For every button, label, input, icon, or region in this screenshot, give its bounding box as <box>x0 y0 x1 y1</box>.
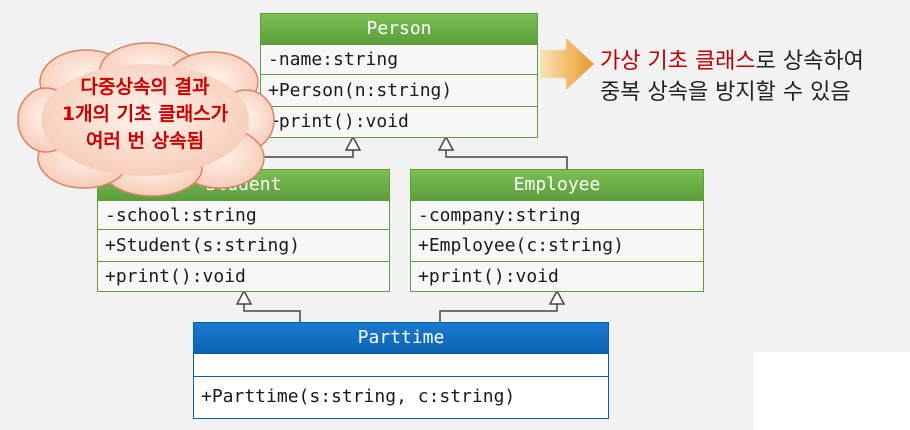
class-method: +Parttime(s:string, c:string) <box>194 377 608 417</box>
class-parttime: Parttime +Parttime(s:string, c:string) <box>193 322 609 419</box>
inheritance-arrow-icon <box>344 135 362 151</box>
class-method: +print():void <box>411 262 703 291</box>
cloud-note-line: 여러 번 상속됨 <box>85 130 205 152</box>
inheritance-arrow-icon <box>548 289 566 305</box>
cloud-note-text: 다중상속의 결과 1개의 기초 클래스가 여러 번 상속됨 <box>14 74 276 155</box>
inheritance-arrow-icon <box>437 135 455 151</box>
class-attribute <box>194 354 608 377</box>
cloud-note-line: 1개의 기초 클래스가 <box>61 103 229 125</box>
cloud-shape-icon <box>17 42 275 197</box>
background-patch <box>753 352 910 430</box>
side-note-line2: 중복 상속을 방지할 수 있음 <box>600 80 851 105</box>
cloud-callout: 다중상속의 결과 1개의 기초 클래스가 여러 번 상속됨 <box>14 40 276 198</box>
class-name: Employee <box>411 170 703 201</box>
side-note-line1-rest: 로 상속하여 <box>755 49 864 74</box>
class-attribute: -school:string <box>98 201 389 230</box>
class-name: Person <box>261 14 537 45</box>
arrow-right-icon <box>540 38 594 90</box>
class-method: +Student(s:string) <box>98 230 389 262</box>
class-method: +Person(n:string) <box>261 75 537 107</box>
class-attribute: -name:string <box>261 45 537 75</box>
cloud-note-line: 다중상속의 결과 <box>80 76 210 98</box>
inheritance-arrow-icon <box>235 289 253 305</box>
class-name: Parttime <box>194 323 608 354</box>
class-employee: Employee -company:string +Employee(c:str… <box>410 169 704 292</box>
side-note-line1: 가상 기초 클래스로 상속하여 <box>600 46 864 77</box>
class-attribute: -company:string <box>411 201 703 230</box>
class-student: Student -school:string +Student(s:string… <box>97 169 390 292</box>
side-note-highlight: 가상 기초 클래스 <box>600 49 756 74</box>
class-person: Person -name:string +Person(n:string) +p… <box>260 13 538 138</box>
class-method: +print():void <box>261 107 537 137</box>
side-note: 가상 기초 클래스로 상속하여 중복 상속을 방지할 수 있음 <box>600 46 864 108</box>
class-method: +Employee(c:string) <box>411 230 703 262</box>
class-method: +print():void <box>98 262 389 291</box>
